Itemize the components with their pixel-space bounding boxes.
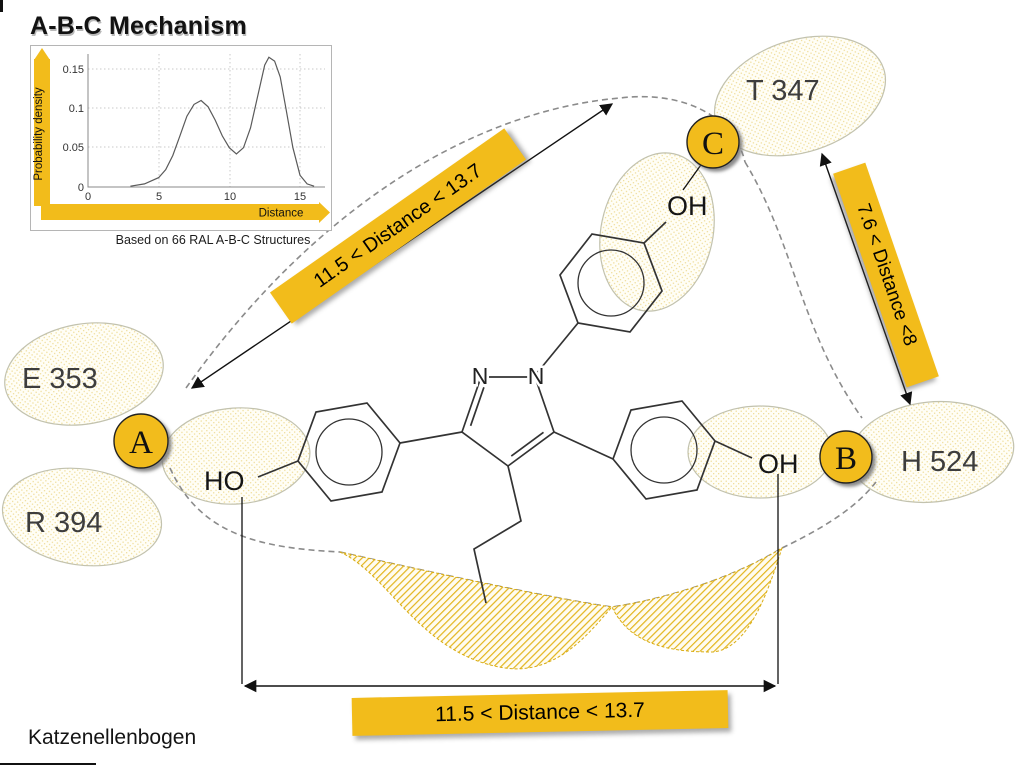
hydroxyl-label-left: HO	[204, 466, 245, 496]
inset-gridlines	[88, 54, 325, 187]
svg-text:5: 5	[156, 191, 162, 203]
svg-text:0: 0	[85, 191, 91, 203]
svg-text:0: 0	[78, 182, 84, 194]
phenyl-left	[297, 402, 401, 502]
residue-label-r394: R 394	[25, 507, 102, 539]
residue-label-h524: H 524	[901, 446, 978, 478]
bond-left-to-ho	[257, 460, 299, 478]
svg-text:0.05: 0.05	[63, 142, 84, 154]
double-bond-c4c5	[510, 431, 545, 457]
pharmacophore-sites: A B C	[113, 115, 873, 484]
bond-left-to-core	[399, 431, 463, 444]
probability-density-curve	[130, 56, 315, 187]
ligand-molecule: N N OH HO OH	[204, 191, 799, 604]
svg-text:0.15: 0.15	[63, 64, 84, 76]
site-c-circle	[686, 115, 740, 169]
blob-r394	[1, 467, 163, 567]
nitrogen-label-right: N	[528, 363, 545, 389]
site-a-label: A	[129, 425, 153, 461]
svg-text:10: 10	[224, 191, 236, 203]
hydroxyl-label-right: OH	[758, 449, 799, 479]
hydroxyl-label-top: OH	[667, 191, 708, 221]
residue-label-e353: E 353	[22, 363, 98, 395]
site-b-label: B	[835, 441, 857, 477]
slide-corner-mark-top	[0, 0, 3, 12]
arrow-c-to-b	[819, 152, 913, 406]
distance-arrows	[190, 103, 913, 693]
blob-ho-left	[161, 407, 311, 505]
svg-text:15: 15	[294, 191, 306, 203]
phenyl-top-aromatic-circle	[577, 249, 645, 317]
inset-caption: Based on 66 RAL A-B-C Structures	[115, 233, 311, 247]
site-a-circle	[113, 413, 169, 469]
x-axis-label: Distance	[259, 208, 304, 220]
connector-c-to-oh	[682, 161, 704, 191]
bond-right-to-core	[553, 431, 614, 460]
blob-top-oh	[599, 152, 715, 312]
blob-e353	[4, 322, 164, 426]
propyl-chain	[473, 465, 522, 604]
x-axis-arrowhead-icon	[319, 202, 330, 223]
slide-corner-mark-bottom	[0, 763, 96, 765]
credit-text: Katzenellenbogen	[28, 726, 197, 749]
inset-tick-labels: 0.15 0.1 0.05 0 0 5 10 15	[63, 64, 307, 203]
phenyl-right-aromatic-circle	[630, 416, 698, 484]
residue-label-t347: T 347	[746, 75, 820, 107]
hatched-surface	[339, 546, 783, 670]
inset-chart-panel: Probability density Distance 0.15 0.1 0.…	[30, 45, 332, 231]
y-axis-arrowhead-icon	[34, 48, 50, 60]
inset-axes	[87, 54, 325, 188]
distance-label-a-b: 11.5 < Distance < 13.7	[351, 690, 729, 736]
pyrazole-ring	[460, 376, 556, 468]
svg-text:0.1: 0.1	[69, 103, 84, 115]
page-title: A-B-C Mechanism	[30, 12, 247, 40]
phenyl-left-aromatic-circle	[315, 418, 383, 486]
double-bond-c3n1	[469, 387, 485, 427]
site-b-circle	[819, 430, 873, 484]
y-axis-label: Probability density	[33, 87, 45, 181]
y-axis-gold-bar	[34, 59, 50, 206]
bond-top-to-core	[536, 322, 579, 374]
nitrogen-label-left: N	[472, 363, 489, 389]
residue-blobs	[1, 35, 1015, 567]
bond-right-to-oh	[714, 440, 753, 459]
residue-labels: T 347 E 353 R 394 H 524	[22, 75, 978, 539]
bond-top-to-oh	[643, 221, 667, 244]
site-c-label: C	[702, 126, 724, 162]
inset-chart-svg: Probability density Distance 0.15 0.1 0.…	[33, 48, 330, 223]
